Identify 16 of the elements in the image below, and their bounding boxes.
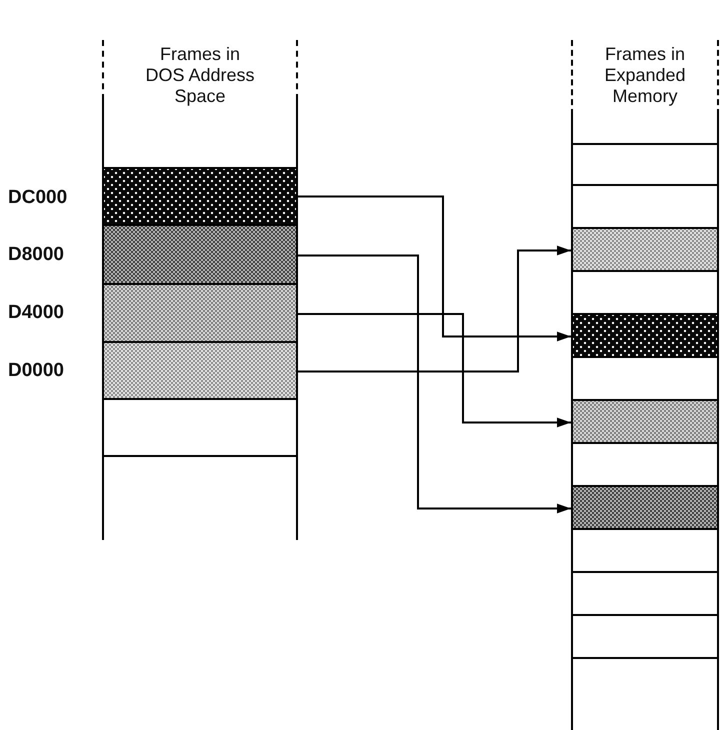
memory-frame	[573, 143, 717, 186]
arrow	[298, 246, 571, 372]
memory-frame	[573, 401, 717, 444]
column-heading: Frames in Expanded Memory	[603, 44, 687, 107]
arrow	[298, 254, 571, 514]
arrow	[298, 313, 571, 428]
memory-column	[572, 40, 718, 730]
column-heading: Frames in DOS Address Space	[144, 44, 256, 107]
address-label: D8000	[8, 244, 64, 266]
address-label: D0000	[8, 360, 64, 382]
address-label: D4000	[8, 302, 64, 324]
address-label: DC000	[8, 186, 68, 208]
memory-frame	[573, 229, 717, 272]
arrow	[298, 196, 571, 342]
memory-frame	[573, 315, 717, 358]
memory-frame	[573, 487, 717, 530]
